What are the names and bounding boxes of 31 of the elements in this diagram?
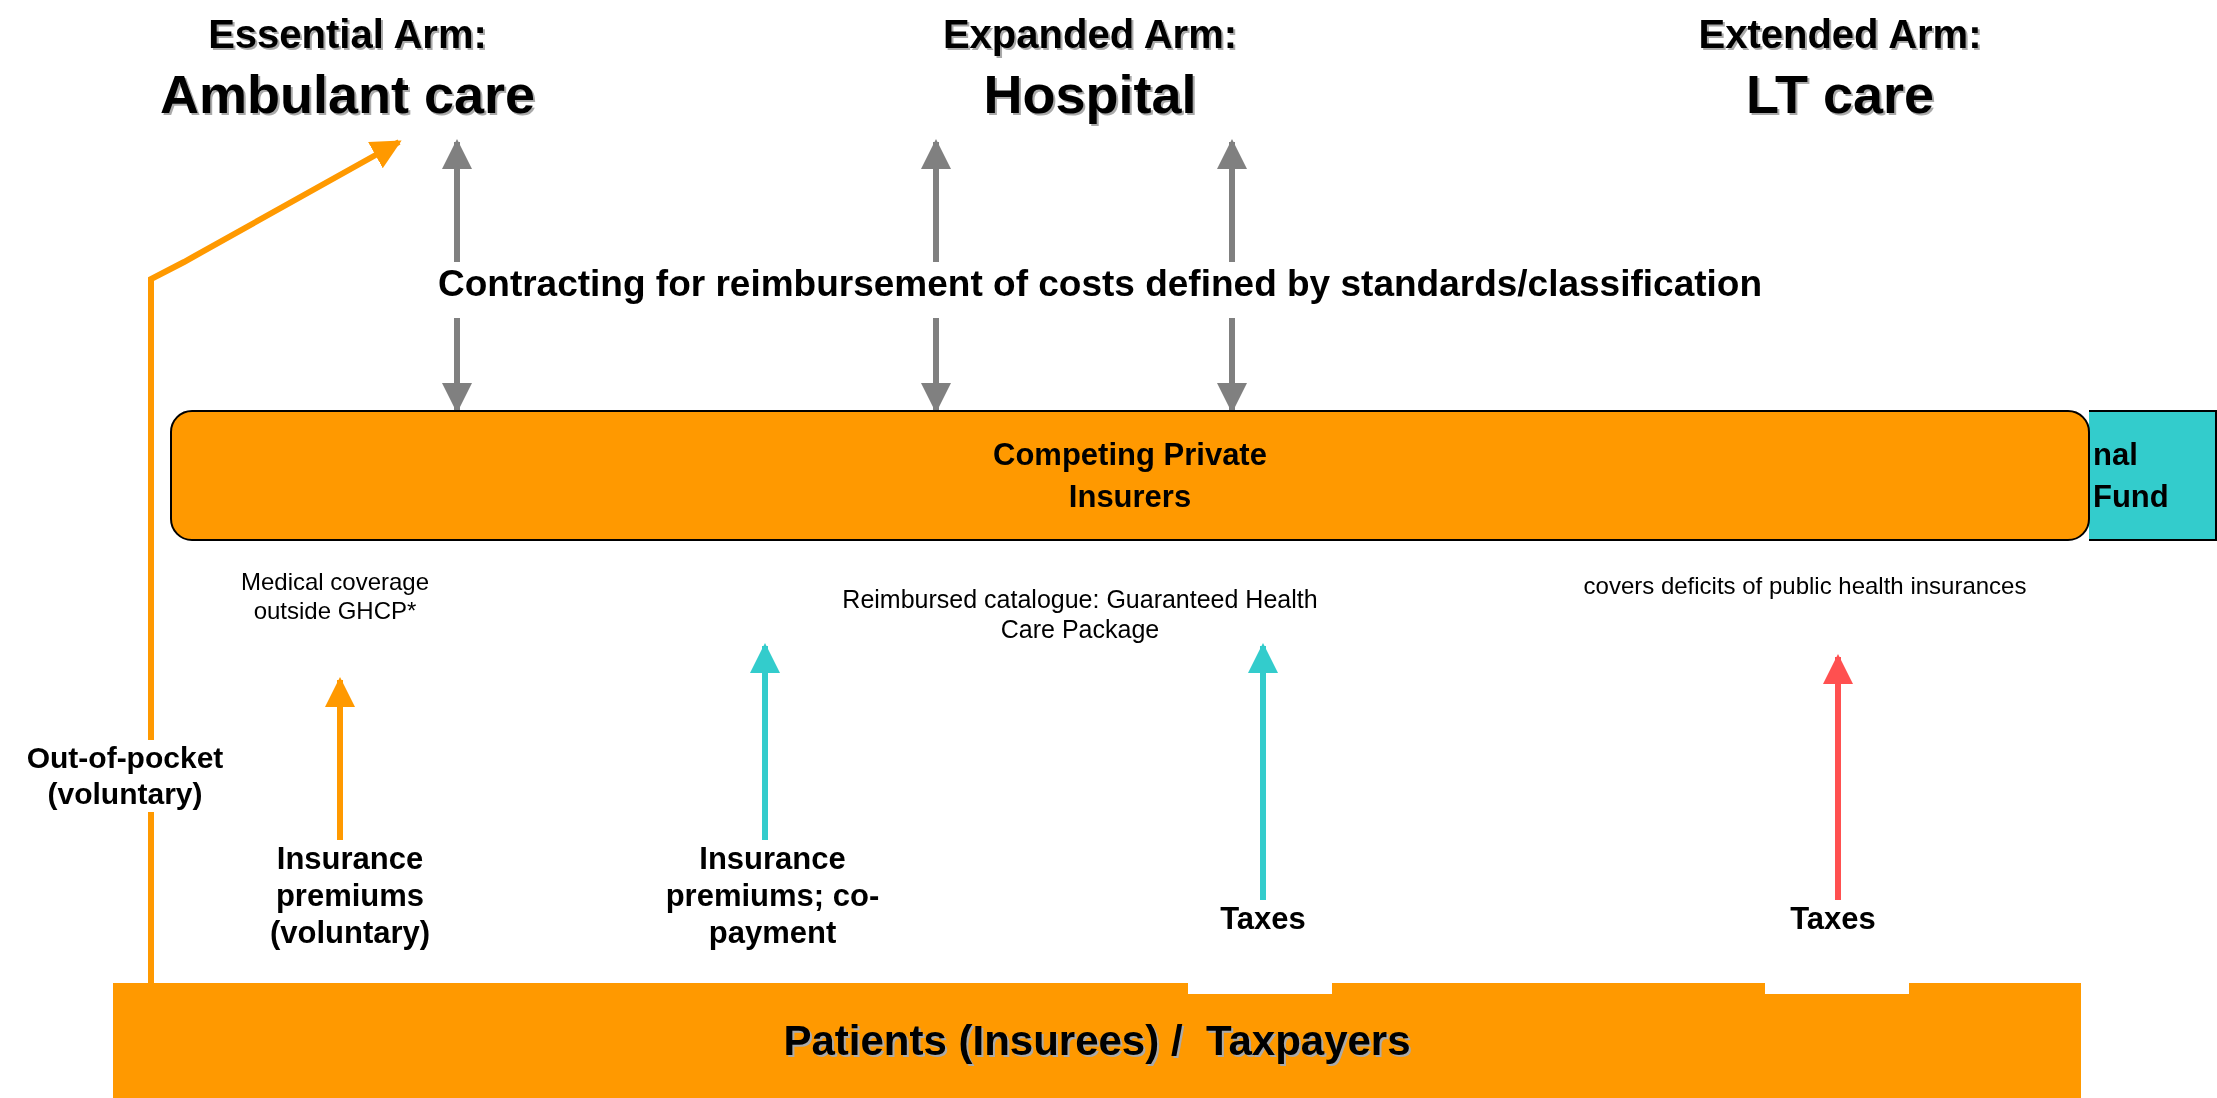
flow-label: Taxes xyxy=(1750,900,1916,950)
arrow xyxy=(1217,139,1247,262)
arrow xyxy=(921,139,951,262)
flow-label: Insurance premiums; co-payment xyxy=(650,840,895,970)
insurer-box xyxy=(170,410,2090,541)
arrow xyxy=(1823,654,1853,900)
arrow xyxy=(750,643,780,840)
fund-box xyxy=(2089,410,2217,541)
arm-subtitle: Extended Arm: xyxy=(1698,12,1982,57)
note-text: Medical coverage outside GHCP* xyxy=(210,568,460,680)
box-label: nal Fund xyxy=(2093,435,2170,516)
note-text: Reimbursed catalogue: Guaranteed Health Care Package xyxy=(750,584,1410,646)
note-text: covers deficits of public health insurances xyxy=(1490,572,2120,657)
arrow xyxy=(921,318,951,413)
arrow xyxy=(148,139,402,983)
bar-label: Patients (Insurees) / Taxpayers xyxy=(783,1016,1411,1065)
arrow xyxy=(325,677,355,840)
box-label: Competing Private Insurers xyxy=(992,435,1268,516)
arm-subtitle: Essential Arm: xyxy=(208,12,487,57)
arrow xyxy=(442,139,472,262)
heading-text: Contracting for reimbursement of costs defined by standards/classification xyxy=(430,262,1770,318)
arm-title: LT care xyxy=(1745,63,1935,125)
patients-bar xyxy=(113,983,2081,1098)
flow-label: Taxes xyxy=(1180,900,1346,950)
arrow xyxy=(1248,643,1278,900)
arm-title: Hospital xyxy=(983,63,1197,125)
arrow xyxy=(442,318,472,413)
arm-subtitle: Expanded Arm: xyxy=(942,12,1238,57)
arm-title: Ambulant care xyxy=(159,63,536,125)
flow-label: Insurance premiums (voluntary) xyxy=(240,840,460,970)
arrow xyxy=(1217,318,1247,413)
